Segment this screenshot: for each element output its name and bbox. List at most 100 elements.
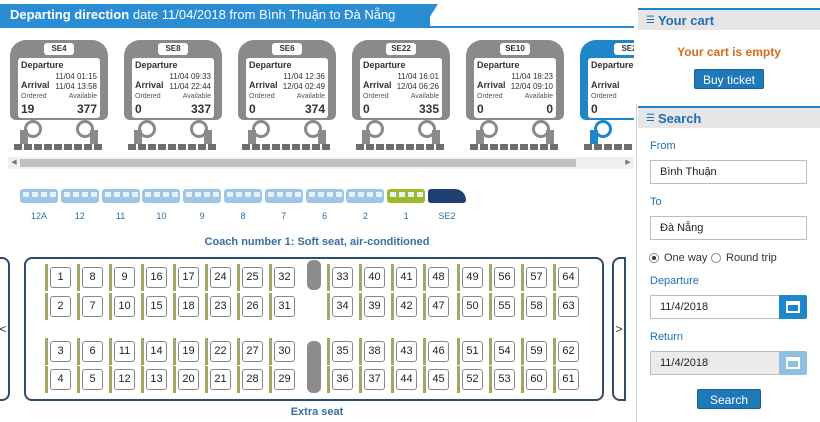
seat[interactable]: 24	[205, 264, 231, 291]
seat[interactable]: 48	[423, 264, 449, 291]
seat[interactable]: 51	[457, 338, 483, 365]
coach-item[interactable]: 7	[264, 186, 303, 226]
coach-item[interactable]: 9	[183, 186, 222, 226]
coach-item[interactable]: 6	[305, 186, 344, 226]
next-coach-button[interactable]: >	[612, 257, 626, 401]
seat[interactable]: 17	[173, 264, 199, 291]
seat[interactable]: 18	[173, 293, 199, 320]
ordered-label: Ordered	[135, 93, 161, 100]
seat[interactable]: 16	[141, 264, 167, 291]
seat[interactable]: 25	[237, 264, 263, 291]
seat[interactable]: 4	[45, 366, 71, 393]
return-date-input[interactable]: 11/4/2018	[650, 351, 780, 375]
previous-coach-button[interactable]: <	[0, 257, 10, 401]
seat[interactable]: 41	[391, 264, 417, 291]
seat[interactable]: 33	[327, 264, 353, 291]
seat[interactable]: 35	[327, 338, 353, 365]
seat[interactable]: 58	[521, 293, 547, 320]
seat[interactable]: 26	[237, 293, 263, 320]
coach-item[interactable]: 8	[224, 186, 262, 226]
seat[interactable]: 39	[359, 293, 385, 320]
coach-label: 12A	[30, 211, 47, 221]
seat[interactable]: 63	[553, 293, 579, 320]
return-calendar-button[interactable]	[779, 351, 807, 375]
seat[interactable]: 50	[457, 293, 483, 320]
seat[interactable]: 43	[391, 338, 417, 365]
scrollbar-thumb[interactable]	[20, 159, 576, 167]
seat[interactable]: 5	[77, 366, 103, 393]
seat[interactable]: 62	[553, 338, 579, 365]
seat[interactable]: 60	[521, 366, 547, 393]
seat[interactable]: 42	[391, 293, 417, 320]
seat[interactable]: 34	[327, 293, 353, 320]
seat[interactable]: 7	[77, 293, 103, 320]
coach-item[interactable]: 2	[346, 186, 385, 226]
coach-item[interactable]: 12A	[20, 186, 58, 226]
seat[interactable]: 32	[269, 264, 295, 291]
seat[interactable]: 27	[237, 338, 263, 365]
seat[interactable]: 10	[109, 293, 135, 320]
seat[interactable]: 53	[489, 366, 515, 393]
departure-calendar-button[interactable]	[779, 295, 807, 319]
seat[interactable]: 21	[205, 366, 231, 393]
scroll-right-arrow-icon[interactable]: ▶	[625, 159, 631, 166]
seat[interactable]: 59	[521, 338, 547, 365]
seat[interactable]: 40	[359, 264, 385, 291]
seat[interactable]: 44	[391, 366, 417, 393]
seat[interactable]: 1	[45, 264, 71, 291]
seat[interactable]: 3	[45, 338, 71, 365]
from-input[interactable]: Bình Thuận	[650, 160, 807, 184]
coach-item[interactable]: 1	[387, 186, 426, 226]
seat[interactable]: 45	[423, 366, 449, 393]
seat[interactable]: 29	[269, 366, 295, 393]
seat[interactable]: 37	[359, 366, 385, 393]
departure-time: 11/04 12:36	[283, 72, 325, 81]
seat[interactable]: 57	[521, 264, 547, 291]
seat[interactable]: 13	[141, 366, 167, 393]
to-input[interactable]: Đà Nẵng	[650, 216, 807, 240]
train-list-scrollbar[interactable]: ◀ ▶	[8, 157, 634, 169]
scroll-left-arrow-icon[interactable]: ◀	[11, 159, 17, 166]
seat[interactable]: 6	[77, 338, 103, 365]
coach-item[interactable]: 10	[142, 186, 181, 226]
round-trip-radio[interactable]	[711, 253, 721, 263]
seat[interactable]: 14	[141, 338, 167, 365]
seat[interactable]: 55	[489, 293, 515, 320]
seat[interactable]: 38	[359, 338, 385, 365]
locomotive[interactable]: SE2	[428, 186, 466, 226]
departure-date-input[interactable]: 11/4/2018	[650, 295, 780, 319]
seat[interactable]: 46	[423, 338, 449, 365]
seat[interactable]: 52	[457, 366, 483, 393]
seat[interactable]: 47	[423, 293, 449, 320]
seat[interactable]: 19	[173, 338, 199, 365]
seat[interactable]: 8	[77, 264, 103, 291]
seat[interactable]: 11	[109, 338, 135, 365]
seat[interactable]: 64	[553, 264, 579, 291]
seat[interactable]: 49	[457, 264, 483, 291]
seat[interactable]: 28	[237, 366, 263, 393]
search-button[interactable]: Search	[697, 389, 761, 409]
seat[interactable]: 30	[269, 338, 295, 365]
seat[interactable]: 54	[489, 338, 515, 365]
one-way-radio[interactable]	[649, 253, 659, 263]
seat[interactable]: 2	[45, 293, 71, 320]
seat[interactable]: 22	[205, 338, 231, 365]
coach-item[interactable]: 12	[60, 186, 99, 226]
coach-item[interactable]: 11	[101, 186, 140, 226]
seat[interactable]: 61	[553, 366, 579, 393]
buy-ticket-button[interactable]: Buy ticket	[694, 69, 764, 89]
seat[interactable]: 15	[141, 293, 167, 320]
seat[interactable]: 56	[489, 264, 515, 291]
seat[interactable]: 9	[109, 264, 135, 291]
seat[interactable]: 23	[205, 293, 231, 320]
seat[interactable]: 36	[327, 366, 353, 393]
seat[interactable]: 20	[173, 366, 199, 393]
seat[interactable]: 31	[269, 293, 295, 320]
seat[interactable]: 12	[109, 366, 135, 393]
